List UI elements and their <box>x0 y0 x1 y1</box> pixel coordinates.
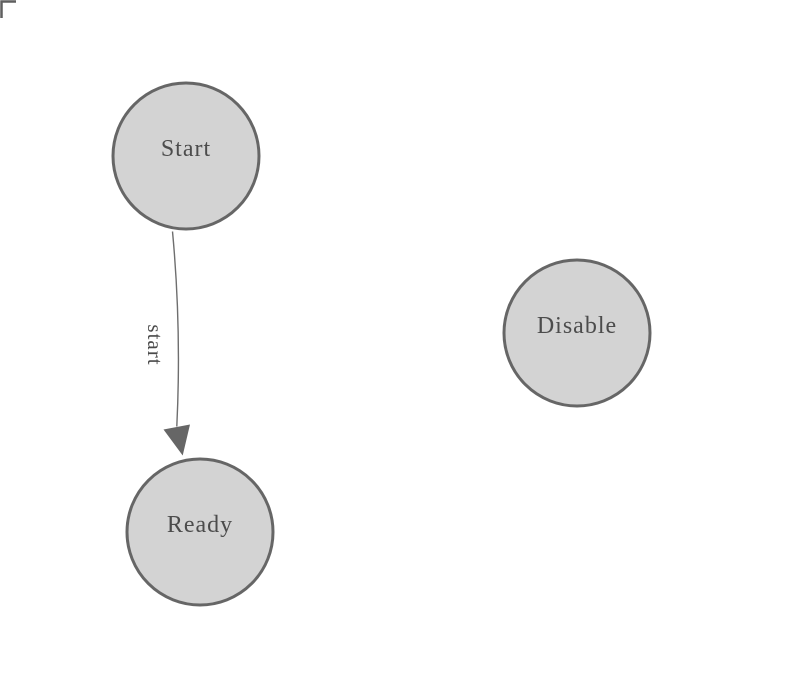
paper-origin-corner-icon <box>0 0 16 18</box>
state-label-start: Start <box>161 136 211 162</box>
state-circle-ready[interactable] <box>125 457 275 607</box>
transition-edge-path[interactable] <box>171 231 180 427</box>
state-circle-disable[interactable] <box>502 258 652 408</box>
state-circle-start[interactable] <box>111 81 261 231</box>
state-node-ready[interactable]: Ready <box>125 457 275 607</box>
state-label-ready: Ready <box>167 512 233 538</box>
state-node-start[interactable]: Start <box>111 81 261 231</box>
state-label-disable: Disable <box>537 313 617 339</box>
transition-start-to-ready: start <box>143 231 190 456</box>
transition-arrowhead-icon <box>163 424 190 456</box>
transition-label: start <box>143 324 167 365</box>
state-node-disable[interactable]: Disable <box>502 258 652 408</box>
